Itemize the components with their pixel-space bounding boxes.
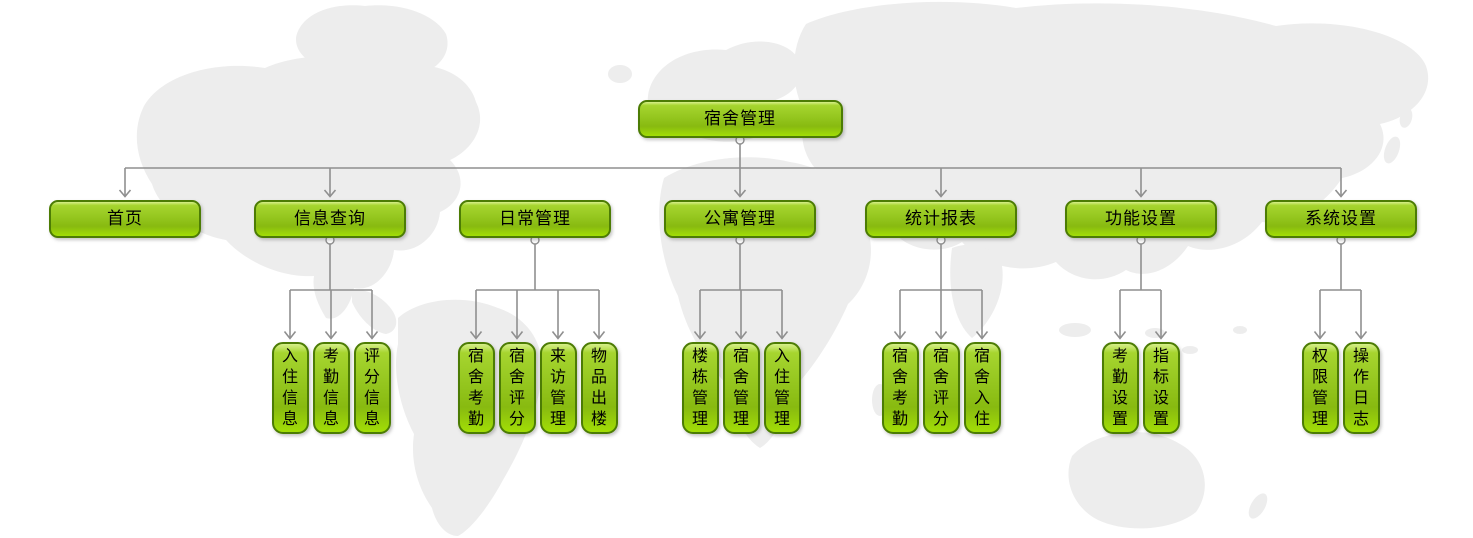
map-north-america [136, 55, 481, 319]
node-building-mgmt: 楼栋管理 [681, 342, 719, 434]
arrowhead-icon [1313, 331, 1327, 340]
arrowhead-icon [734, 331, 748, 340]
connector-system-settings-children [1313, 235, 1368, 340]
arrowhead-icon [118, 189, 132, 198]
arrowhead-icon [934, 189, 948, 198]
node-stats-dorm-checkin: 宿舍入住 [963, 342, 1001, 434]
map-japan [1383, 136, 1401, 164]
node-label: 宿舍评分 [508, 348, 525, 428]
node-label: 权限管理 [1311, 348, 1328, 428]
node-label: 宿舍评分 [932, 348, 949, 428]
arrowhead-icon [1134, 189, 1148, 198]
node-checkin-mgmt: 入住管理 [763, 342, 801, 434]
node-attendance-settings: 考勤设置 [1101, 342, 1139, 434]
map-india [950, 244, 1003, 338]
map-island [1059, 323, 1091, 337]
arrowhead-icon [283, 331, 297, 340]
arrowhead-icon [934, 331, 948, 340]
connector-function-settings-children [1113, 235, 1168, 340]
node-label: 考勤设置 [1111, 348, 1128, 428]
node-label: 入住管理 [773, 348, 790, 428]
node-visitor-mgmt: 来访管理 [539, 342, 577, 434]
map-central-america [352, 289, 397, 334]
node-label: 楼栋管理 [691, 348, 708, 428]
node-items-out: 物品出楼 [580, 342, 618, 434]
arrowhead-icon [592, 331, 606, 340]
node-indicator-settings: 指标设置 [1142, 342, 1180, 434]
node-checkin-info: 入住信息 [271, 342, 309, 434]
map-island [1233, 326, 1247, 334]
node-info-query: 信息查询 [254, 200, 406, 238]
node-daily-mgmt: 日常管理 [459, 200, 611, 238]
node-home: 首页 [49, 200, 201, 238]
connector-info-query-children [283, 235, 379, 340]
map-japan [1399, 108, 1413, 128]
arrowhead-icon [1113, 331, 1127, 340]
map-island [1145, 328, 1165, 338]
node-label: 宿舍管理 [732, 348, 749, 428]
node-dorm-scoring: 宿舍评分 [498, 342, 536, 434]
node-label: 评分信息 [363, 348, 380, 428]
connector-stats-report-children [893, 235, 989, 340]
map-new-zealand [1248, 493, 1268, 519]
arrowhead-icon [1154, 331, 1168, 340]
node-dorm-mgmt: 宿舍管理 [722, 342, 760, 434]
node-apartment-mgmt: 公寓管理 [664, 200, 816, 238]
arrowhead-icon [775, 331, 789, 340]
node-system-settings: 系统设置 [1265, 200, 1417, 238]
node-label: 考勤信息 [322, 348, 339, 428]
node-stats-dorm-attendance: 宿舍考勤 [881, 342, 919, 434]
connector-root-to-level2 [118, 135, 1348, 198]
connector-daily-mgmt-children [469, 235, 606, 340]
arrowhead-icon [324, 331, 338, 340]
node-root: 宿舍管理 [637, 100, 843, 138]
node-dorm-attendance: 宿舍考勤 [457, 342, 495, 434]
arrowhead-icon [1334, 189, 1348, 198]
node-attendance-info: 考勤信息 [312, 342, 350, 434]
arrowhead-icon [551, 331, 565, 340]
arrowhead-icon [510, 331, 524, 340]
node-label: 操作日志 [1352, 348, 1369, 428]
map-uk [608, 65, 632, 83]
arrowhead-icon [893, 331, 907, 340]
node-label: 指标设置 [1152, 348, 1169, 428]
arrowhead-icon [693, 331, 707, 340]
node-stats-report: 统计报表 [865, 200, 1017, 238]
arrowhead-icon [975, 331, 989, 340]
arrowhead-icon [323, 189, 337, 198]
node-label: 宿舍考勤 [891, 348, 908, 428]
node-stats-dorm-scoring: 宿舍评分 [922, 342, 960, 434]
node-label: 物品出楼 [590, 348, 607, 428]
connector-apartment-mgmt-children [693, 235, 789, 340]
node-label: 宿舍考勤 [467, 348, 484, 428]
node-function-settings: 功能设置 [1065, 200, 1217, 238]
node-label: 宿舍入住 [973, 348, 990, 428]
node-score-info: 评分信息 [353, 342, 391, 434]
node-operation-log: 操作日志 [1342, 342, 1380, 434]
arrowhead-icon [733, 189, 747, 198]
map-island [1182, 346, 1198, 354]
map-australia [1068, 432, 1205, 529]
arrowhead-icon [365, 331, 379, 340]
node-label: 来访管理 [549, 348, 566, 428]
node-permission-mgmt: 权限管理 [1301, 342, 1339, 434]
arrowhead-icon [469, 331, 483, 340]
node-label: 入住信息 [281, 348, 298, 428]
arrowhead-icon [1354, 331, 1368, 340]
